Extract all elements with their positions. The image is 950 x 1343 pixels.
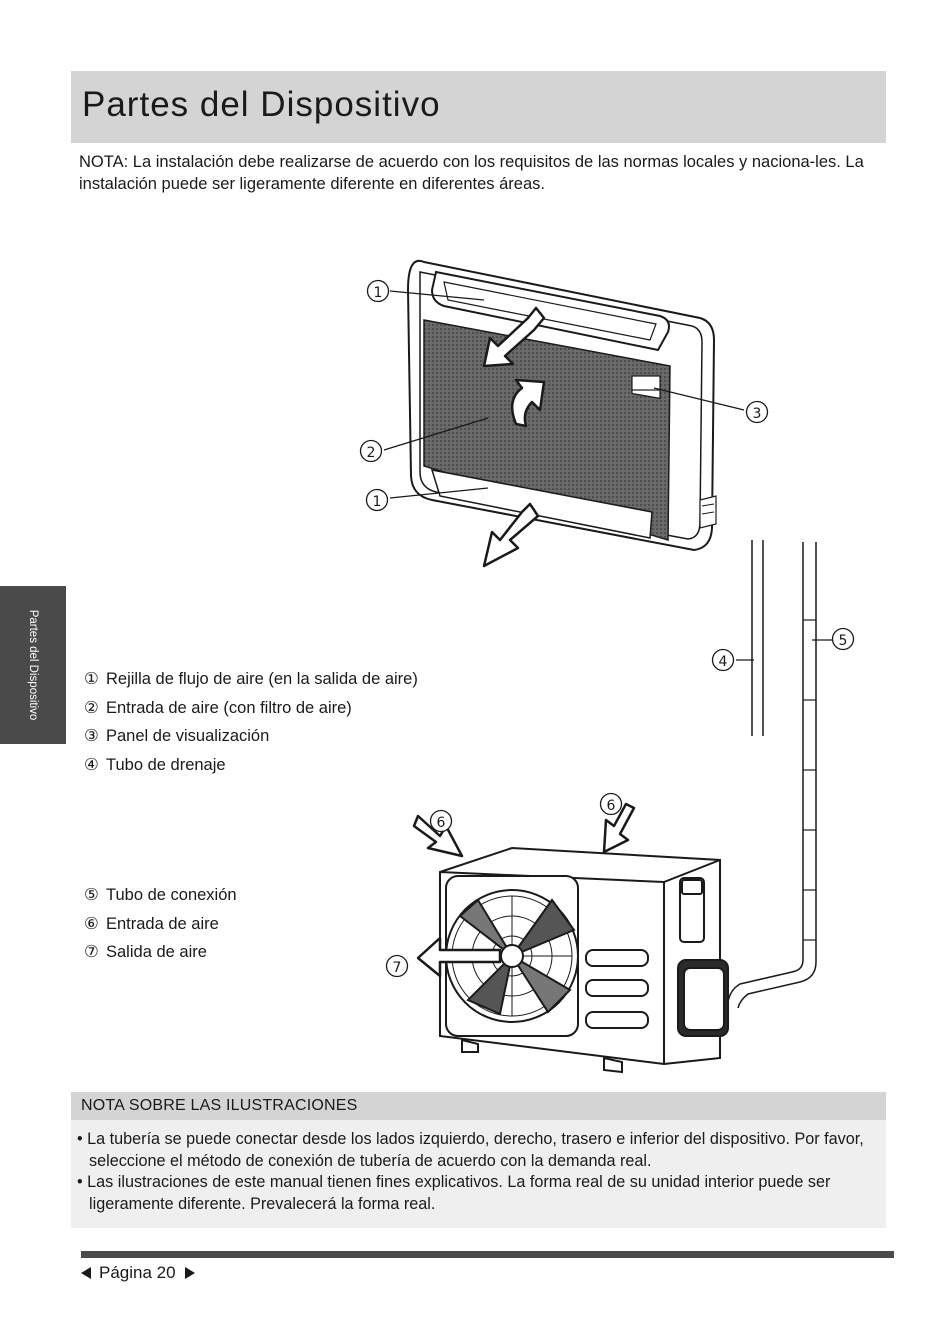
svg-text:6: 6 [437, 815, 446, 831]
airflow-arrows-indoor [482, 306, 546, 568]
display-panel [631, 375, 661, 391]
callout-2: 2 [359, 439, 383, 463]
callout-markers: 1 2 1 3 4 5 6 6 [359, 279, 855, 978]
page-title: Partes del Dispositivo [82, 85, 441, 124]
callout-7: 7 [385, 954, 409, 978]
page-number: Página 20 [99, 1263, 176, 1282]
footer-divider [81, 1251, 894, 1258]
callout-1-bottom: 1 [365, 488, 389, 512]
title-bar: Partes del Dispositivo [71, 71, 886, 143]
callout-leaders [383, 290, 832, 661]
list-item: • La tubería se puede conectar desde los… [77, 1130, 864, 1170]
connection-pipe [727, 542, 817, 1009]
callout-6-right: 6 [599, 792, 623, 816]
svg-text:4: 4 [719, 654, 728, 670]
illustration-note-header: NOTA SOBRE LAS ILUSTRACIONES [71, 1092, 886, 1120]
callout-1-top: 1 [366, 279, 390, 303]
list-item: • Las ilustraciones de este manual tiene… [77, 1173, 831, 1213]
outdoor-unit [439, 846, 729, 1074]
svg-text:5: 5 [839, 633, 848, 649]
svg-text:3: 3 [753, 406, 762, 422]
illustration-note-list: • La tubería se puede conectar desde los… [77, 1129, 877, 1215]
drain-pipe [751, 540, 764, 736]
previous-page-icon[interactable] [81, 1267, 91, 1279]
callout-3: 3 [745, 400, 769, 424]
indoor-unit [406, 259, 717, 552]
next-page-icon[interactable] [184, 1267, 195, 1279]
svg-text:1: 1 [374, 285, 383, 301]
illustration-note-title: NOTA SOBRE LAS ILUSTRACIONES [81, 1097, 358, 1114]
installation-note: NOTA: La instalación debe realizarse de … [79, 153, 864, 193]
svg-text:7: 7 [393, 960, 402, 976]
callout-4: 4 [711, 648, 735, 672]
airflow-arrows-outdoor [412, 802, 636, 978]
side-tab: Partes del Dispositivo [0, 586, 66, 744]
callout-5: 5 [831, 627, 855, 651]
svg-text:6: 6 [607, 798, 616, 814]
svg-text:2: 2 [367, 445, 376, 461]
page-footer: Página 20 [81, 1263, 195, 1283]
callout-6-left: 6 [429, 809, 453, 833]
illustration-note-box: NOTA SOBRE LAS ILUSTRACIONES • La tuberí… [71, 1092, 886, 1228]
svg-text:1: 1 [373, 494, 382, 510]
